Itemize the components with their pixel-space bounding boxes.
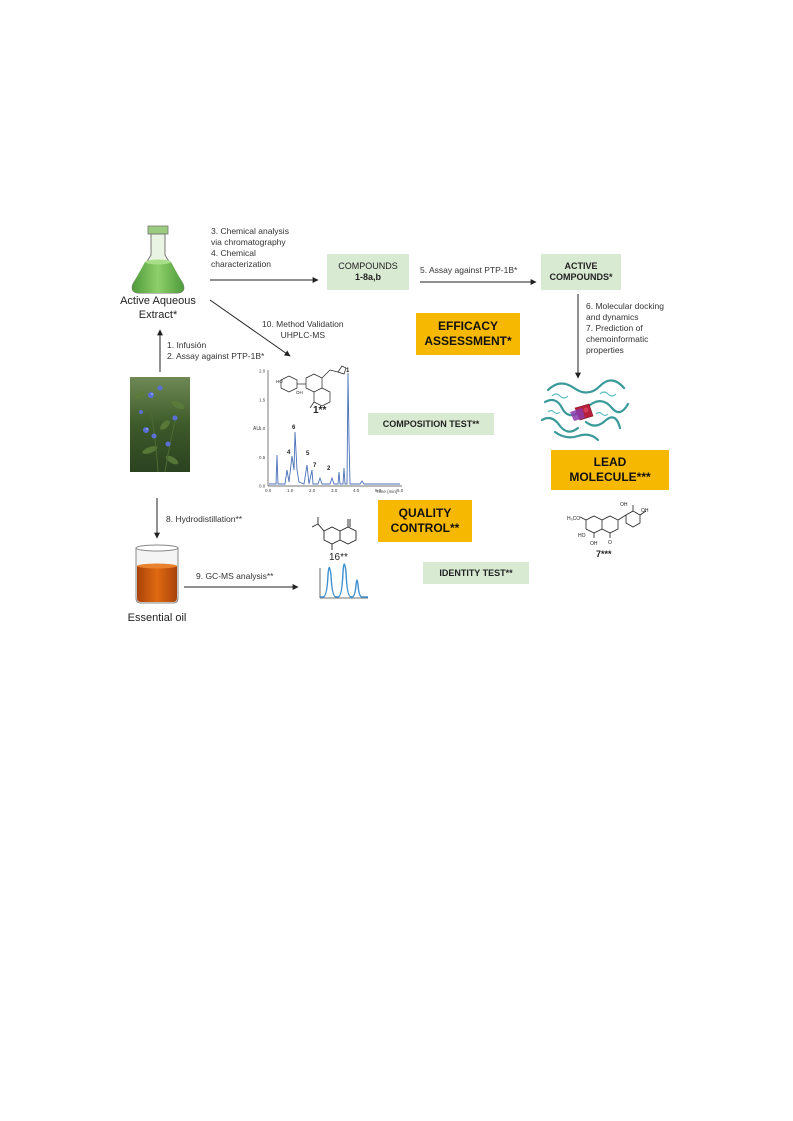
compound-1-ho-label: HO (276, 379, 283, 384)
step-6-7-label: 6. Molecular docking and dynamics 7. Pre… (586, 301, 664, 356)
chrom-x-tick-label: 0.0 (265, 488, 272, 493)
efficacy-assessment-box: EFFICACY ASSESSMENT* (416, 313, 520, 355)
step-6-line1: 6. Molecular docking (586, 301, 664, 311)
step-7-line3: properties (586, 345, 624, 355)
compound-16-label: 16** (329, 552, 348, 563)
compound-7-oh-label-2: OH (641, 508, 649, 514)
chrom-x-tick-label: 5.0 (375, 488, 382, 493)
lead-box-line1: LEAD (593, 455, 627, 469)
essential-oil-label: Essential oil (127, 612, 187, 624)
chrom-x-tick-label: 6.0 (397, 488, 404, 493)
extract-label-line1: Active Aqueous (120, 295, 196, 307)
chrom-x-tick-label: 3.0 (331, 488, 338, 493)
step-5-label: 5. Assay against PTP-1B* (420, 265, 518, 275)
step-3-label: 3. Chemical analysis via chromatography … (211, 226, 289, 270)
lead-box-line2: MOLECULE*** (569, 470, 651, 484)
step-10-line2: UHPLC-MS (280, 330, 325, 340)
compounds-box: COMPOUNDS 1-8a,b (327, 254, 409, 290)
peak-label-5: 5 (306, 451, 310, 457)
chrom-y-tick-label: 1.0 (259, 426, 266, 431)
peak-label-7: 7 (313, 463, 317, 469)
peak-label-2: 2 (327, 466, 331, 472)
step-1-line: 1. Infusión (167, 340, 207, 350)
active-box-line1: ACTIVE (564, 261, 598, 271)
efficacy-box-line2: ASSESSMENT* (424, 334, 512, 348)
compound-7-oh-label-1: OH (620, 502, 628, 508)
peak-label-4: 4 (287, 450, 291, 456)
compounds-box-line1: COMPOUNDS (338, 261, 398, 271)
step-10-line1: 10. Method Validation (262, 319, 344, 329)
active-compounds-box: ACTIVE COMPOUNDS* (541, 254, 621, 290)
chrom-x-tick-label: 2.0 (309, 488, 316, 493)
chrom-y-axis-label: AU (253, 426, 260, 432)
step-6-line2: and dynamics (586, 312, 639, 322)
lead-molecule-box: LEAD MOLECULE*** (551, 450, 669, 490)
compounds-box-line2: 1-8a,b (354, 272, 381, 282)
step-7-line2: chemoinformatic (586, 334, 649, 344)
efficacy-box-line1: EFFICACY (437, 319, 498, 333)
step-9-label: 9. GC-MS analysis** (196, 571, 274, 581)
step-2-line: 2. Assay against PTP-1B* (167, 351, 265, 361)
compound-1-oh-label: OH (296, 390, 303, 395)
chrom-y-tick-label: 0.5 (259, 455, 266, 460)
step-7-line1: 7. Prediction of (586, 323, 643, 333)
peak-label-1: 1 (346, 368, 350, 374)
compound-7-oh-label-3: OH (590, 541, 598, 547)
identity-test-box: IDENTITY TEST** (423, 562, 529, 584)
quality-control-box: QUALITY CONTROL** (378, 500, 472, 542)
quality-box-line2: CONTROL** (390, 521, 460, 535)
chrom-x-axis-label: Time (min) (376, 489, 398, 494)
chrom-x-tick-label: 4.0 (353, 488, 360, 493)
step-3-line1: 3. Chemical analysis (211, 226, 289, 236)
compound-7-label: 7*** (596, 549, 612, 559)
chrom-y-tick-label: 0.0 (259, 484, 266, 489)
step-10-label: 10. Method Validation UHPLC-MS (262, 319, 344, 341)
step-8-label: 8. Hydrodistillation** (166, 514, 243, 524)
compound-7-ho-label: HO (578, 533, 586, 539)
extract-label-line2: Extract* (138, 309, 178, 321)
quality-box-line1: QUALITY (398, 506, 452, 520)
arrow-extract-to-chromatogram (209, 299, 291, 357)
chrom-y-tick-label: 2.0 (259, 369, 266, 374)
step-1-2-label: 1. Infusión 2. Assay against PTP-1B* (167, 340, 264, 362)
extract-label: Active Aqueous Extract* (110, 294, 206, 322)
chrom-x-tick-label: 1.0 (287, 488, 294, 493)
chrom-trace (269, 372, 400, 485)
chrom-y-tick-label: 1.5 (259, 397, 266, 402)
compound-1-label: 1** (313, 405, 326, 416)
step-3-line2: via chromatography (211, 237, 286, 247)
compound-7-o-label: O (608, 540, 612, 546)
compound-7-och3-label: H₃CO (567, 516, 580, 522)
compound-1-structure (280, 365, 347, 409)
step-4-line1: 4. Chemical (211, 248, 256, 258)
composition-test-box: COMPOSITION TEST** (368, 413, 494, 435)
step-4-line2: characterization (211, 259, 272, 269)
peak-label-6: 6 (292, 425, 296, 431)
active-box-line2: COMPOUNDS* (549, 272, 613, 282)
